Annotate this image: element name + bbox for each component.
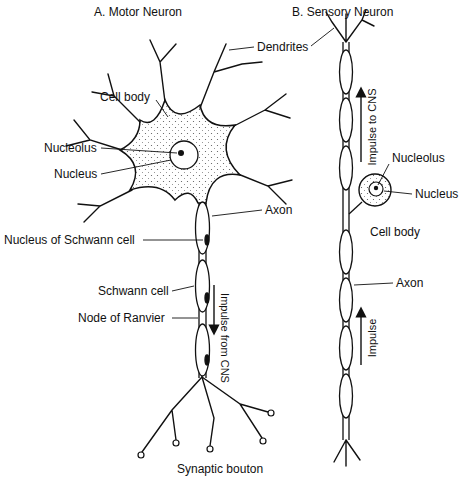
motor-axon xyxy=(196,202,210,378)
sensory-terminals xyxy=(334,440,360,466)
part-label: Axon xyxy=(396,277,423,290)
sensory-cell-body xyxy=(359,174,391,206)
motor-nucleus xyxy=(170,141,198,169)
sensory-nucleolus xyxy=(374,186,378,190)
part-label: Cell body xyxy=(370,226,420,239)
synaptic-boutons xyxy=(138,410,274,458)
part-label: Impulse from CNS xyxy=(219,293,231,383)
part-label: Nucleolus xyxy=(44,142,97,155)
part-label: A. Motor Neuron xyxy=(94,6,182,19)
sensory-nucleus xyxy=(369,182,383,196)
impulse-arrows xyxy=(214,92,361,365)
part-label: Cell body xyxy=(100,91,150,104)
part-label: Impulse to CNS xyxy=(366,88,378,165)
part-label: Nucleolus xyxy=(392,152,445,165)
part-label: Schwann cell xyxy=(98,285,169,298)
part-label: Nucleus xyxy=(54,168,97,181)
motor-cell-body xyxy=(120,100,240,203)
part-label: Node of Ranvier xyxy=(78,312,165,325)
part-label: Impulse xyxy=(366,319,378,358)
part-label: Axon xyxy=(265,204,292,217)
sensory-axon xyxy=(340,42,363,440)
leader-lines xyxy=(101,28,412,318)
motor-nucleolus xyxy=(178,150,184,156)
part-label: Dendrites xyxy=(257,41,308,54)
part-label: Nucleus of Schwann cell xyxy=(4,234,135,247)
part-label: B. Sensory Neuron xyxy=(292,6,393,19)
part-label: Nucleus xyxy=(415,188,458,201)
motor-dendrites xyxy=(66,40,292,222)
axon-terminals xyxy=(142,377,268,452)
part-label: Synaptic bouton xyxy=(177,463,263,476)
